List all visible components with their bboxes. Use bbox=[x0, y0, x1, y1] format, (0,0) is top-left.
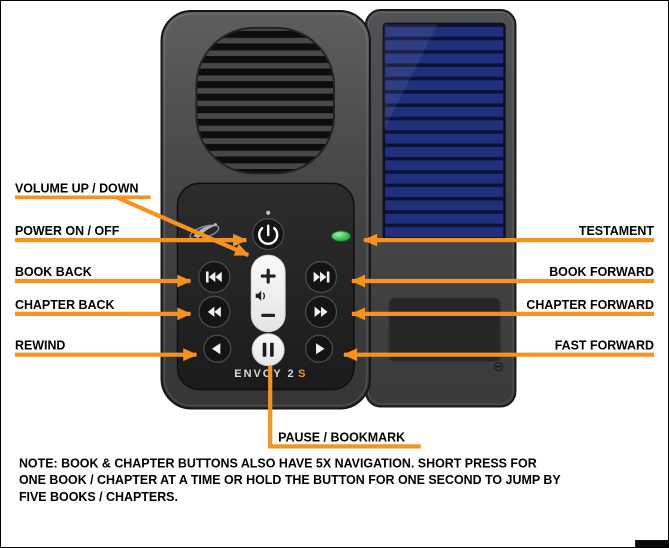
label-fast-forward: FAST FORWARD bbox=[555, 339, 654, 353]
book-back-button[interactable] bbox=[198, 260, 231, 294]
power-icon bbox=[258, 224, 279, 246]
fast-forward-icon bbox=[316, 343, 325, 355]
book-back-icon bbox=[205, 271, 222, 283]
label-book-forward: BOOK FORWARD bbox=[549, 265, 654, 279]
label-chapter-back: CHAPTER BACK bbox=[15, 298, 115, 312]
chapter-forward-button[interactable] bbox=[304, 295, 338, 328]
note-line-2: ONE BOOK / CHAPTER AT A TIME OR HOLD THE… bbox=[19, 473, 561, 487]
arrow-pause bbox=[268, 365, 421, 449]
chapter-back-button[interactable] bbox=[198, 295, 231, 328]
note-block: NOTE: BOOK & CHAPTER BUTTONS ALSO HAVE 5… bbox=[19, 456, 561, 504]
label-power-on-off: POWER ON / OFF bbox=[15, 224, 120, 238]
indicator-dot bbox=[266, 210, 271, 215]
pause-button[interactable] bbox=[251, 333, 285, 367]
power-button[interactable] bbox=[252, 218, 285, 251]
corner-artifact bbox=[635, 540, 668, 547]
label-volume-up-down: VOLUME UP / DOWN bbox=[15, 181, 139, 195]
volume-down-icon bbox=[261, 313, 276, 317]
arrow-volume bbox=[115, 195, 250, 257]
callout-labels: VOLUME UP / DOWN POWER ON / OFF BOOK BAC… bbox=[15, 181, 654, 444]
callout-arrows bbox=[14, 195, 655, 449]
note-line-3: FIVE BOOKS / CHAPTERS. bbox=[19, 490, 178, 504]
label-chapter-forward: CHAPTER FORWARD bbox=[526, 298, 654, 312]
device-back-view bbox=[364, 8, 517, 408]
testament-led bbox=[331, 230, 351, 242]
volume-rocker[interactable] bbox=[250, 254, 286, 333]
book-forward-icon bbox=[313, 271, 330, 283]
brand-text: ENVOY 2 bbox=[234, 368, 295, 380]
rewind-icon bbox=[211, 343, 221, 355]
device-front-highlight bbox=[163, 13, 368, 407]
rewind-button[interactable] bbox=[203, 334, 232, 363]
label-book-back: BOOK BACK bbox=[15, 265, 92, 279]
speaker-icon bbox=[255, 290, 266, 301]
pause-icon bbox=[262, 342, 274, 357]
device-front-view: ENVOY 2 S bbox=[160, 9, 371, 410]
label-pause-bookmark: PAUSE / BOOKMARK bbox=[278, 430, 405, 444]
book-forward-button[interactable] bbox=[304, 260, 338, 294]
chapter-back-icon bbox=[207, 306, 221, 318]
brand-variant: S bbox=[298, 368, 307, 380]
label-rewind: REWIND bbox=[15, 339, 65, 353]
battery-door bbox=[388, 297, 502, 363]
label-testament: TESTAMENT bbox=[579, 224, 655, 238]
note-line-1: NOTE: BOOK & CHAPTER BUTTONS ALSO HAVE 5… bbox=[19, 456, 537, 470]
volume-up-icon bbox=[260, 268, 276, 284]
fast-forward-button[interactable] bbox=[304, 334, 334, 363]
chapter-forward-icon bbox=[314, 306, 328, 318]
speaker-grille bbox=[195, 26, 335, 175]
